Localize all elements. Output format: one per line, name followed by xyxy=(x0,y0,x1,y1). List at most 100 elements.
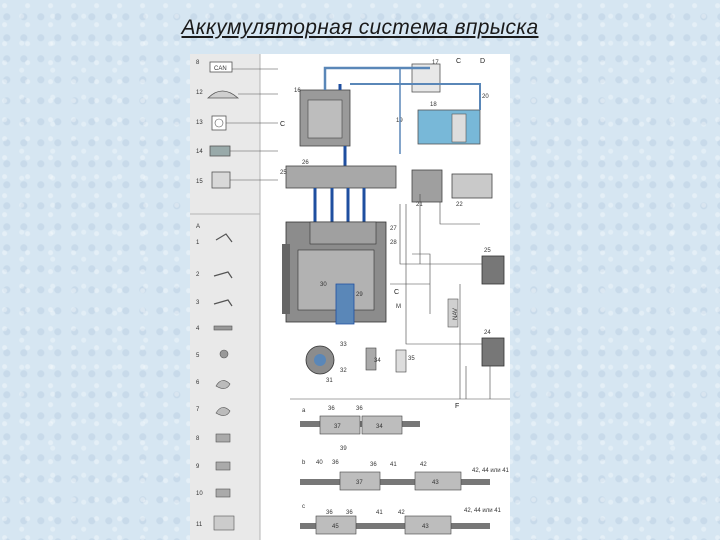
sensor-label: 15 xyxy=(196,179,203,185)
component-number: 36 xyxy=(326,510,333,516)
component-number: 20 xyxy=(482,94,489,100)
control-units: 21 22 25 24 NAV xyxy=(411,169,505,367)
sensor-label: 8 xyxy=(196,436,200,442)
component-number: 40 xyxy=(316,460,323,466)
fuel-tank xyxy=(417,109,481,145)
component-number: 41 xyxy=(376,510,383,516)
mass-airflow-sensor-icon xyxy=(215,488,231,498)
ecu-25 xyxy=(481,255,505,285)
ecu-24 xyxy=(481,337,505,367)
catalyst-37 xyxy=(319,415,361,435)
nav-label: NAV xyxy=(453,308,459,320)
row-letter: a xyxy=(302,408,306,414)
sensor-label: 6 xyxy=(196,380,200,386)
speed-sensor-icon xyxy=(213,325,233,331)
ecu-21 xyxy=(411,169,443,203)
component-number: 34 xyxy=(376,424,383,430)
motor-label: M xyxy=(396,304,401,310)
sensor-label: 12 xyxy=(196,90,203,96)
component-number: 36 xyxy=(328,406,335,412)
pedal-sensor-icon xyxy=(213,299,233,307)
injection-system-diagram: 8 CAN 12 13 14 15 A 1 2 3 4 5 6 7 8 xyxy=(190,54,510,540)
common-rail xyxy=(285,165,397,189)
display-module-icon xyxy=(209,145,231,157)
slide-title: Аккумуляторная система впрыска xyxy=(181,16,539,39)
component-number: 42 xyxy=(398,510,405,516)
component-number: 18 xyxy=(430,102,437,108)
section-letter: A xyxy=(196,224,200,230)
component-number: 43 xyxy=(422,524,429,530)
component-number: 26 xyxy=(302,160,309,166)
sensor-label: 7 xyxy=(196,407,200,413)
sensor-label: 3 xyxy=(196,300,200,306)
section-letter: D xyxy=(480,58,485,65)
pedal-sensor-icon xyxy=(215,233,233,243)
sensor-column xyxy=(190,54,260,540)
component-number: 45 xyxy=(332,524,339,530)
exhaust-rows: a 37 34 36 36 39 b 40 36 36 41 42 37 43 … xyxy=(300,406,510,535)
component-number: 33 xyxy=(340,342,347,348)
component-number: 31 xyxy=(326,378,333,384)
component-number: 17 xyxy=(432,60,439,66)
fuel-lines: 26 25 xyxy=(280,66,481,222)
lambda-sensor-icon xyxy=(213,515,235,531)
component-number: 37 xyxy=(334,424,341,430)
component-number: 39 xyxy=(340,446,347,452)
section-letter: F xyxy=(455,403,459,410)
sensor-label: 8 xyxy=(196,60,200,66)
temp-sensor-icon xyxy=(215,407,231,416)
sensor-label: 11 xyxy=(196,522,203,528)
component-number: 27 xyxy=(390,226,397,232)
component-number: 24 xyxy=(484,330,491,336)
component-number: 36 xyxy=(356,406,363,412)
row-letter: b xyxy=(302,460,306,466)
component-number: 42 xyxy=(420,462,427,468)
component-number: 37 xyxy=(356,480,363,486)
egr-valve xyxy=(365,347,377,371)
ecu-22 xyxy=(451,173,493,199)
sensor-label: 14 xyxy=(196,149,203,155)
sensor-label: 13 xyxy=(196,120,203,126)
relay-icon xyxy=(211,171,231,189)
component-number: 34 xyxy=(374,358,381,364)
component-number: 36 xyxy=(332,460,339,466)
can-module xyxy=(209,61,233,73)
flywheel xyxy=(282,244,290,314)
sensor-label: 1 xyxy=(196,240,200,246)
row-note: 42, 44 или 41 xyxy=(472,468,510,474)
component-number: 32 xyxy=(340,368,347,374)
particulate-filter-43c xyxy=(404,515,452,535)
component-number: 36 xyxy=(346,510,353,516)
high-pressure-pump: 16 C xyxy=(280,88,351,147)
muffler-34 xyxy=(361,415,403,435)
rotation-arrow-icon: C xyxy=(394,289,399,296)
injector-lines xyxy=(313,188,366,222)
pedal-sensor-icon xyxy=(213,271,233,279)
sensor-label: 4 xyxy=(196,326,200,332)
component-number: 43 xyxy=(432,480,439,486)
component-number: 16 xyxy=(294,88,301,94)
sensor-label: 9 xyxy=(196,464,200,470)
fuel-pump xyxy=(451,113,467,143)
intake-duct xyxy=(335,283,355,325)
catalyst-45 xyxy=(315,515,357,535)
engine-block: 27 28 29 30 C M xyxy=(282,221,401,325)
pressure-sensor xyxy=(395,349,407,373)
sensor-label: 5 xyxy=(196,353,200,359)
section-letter: C xyxy=(456,58,461,65)
component-number: 30 xyxy=(320,282,327,288)
sensor-label: 2 xyxy=(196,272,200,278)
component-number: 36 xyxy=(370,462,377,468)
component-number: 28 xyxy=(390,240,397,246)
component-number: 22 xyxy=(456,202,463,208)
sensor-label: 10 xyxy=(196,491,203,497)
can-label: CAN xyxy=(214,66,227,72)
clock-icon xyxy=(211,115,227,131)
air-temp-sensor-icon xyxy=(215,461,231,471)
component-number: 25 xyxy=(484,248,491,254)
catalyst-37b xyxy=(339,471,381,491)
sensors-top: 8 CAN 12 13 14 15 xyxy=(196,60,260,189)
rotation-arrow-icon: C xyxy=(280,121,285,128)
row-letter: c xyxy=(302,504,305,510)
row-note: 42, 44 или 41 xyxy=(464,508,502,514)
